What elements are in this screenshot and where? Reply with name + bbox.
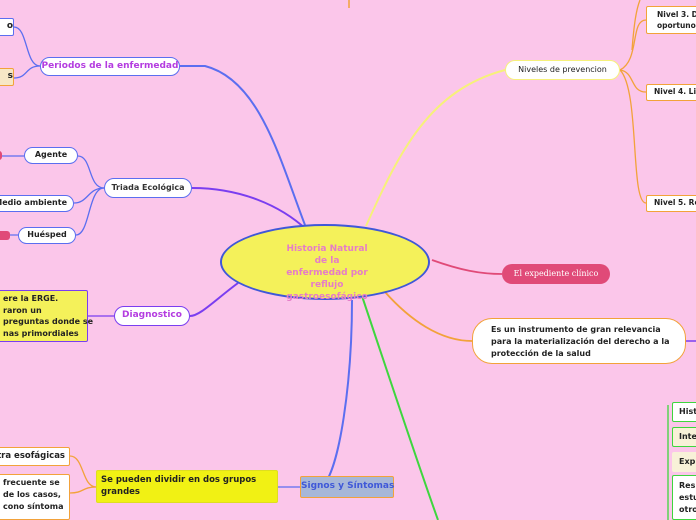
list-expl-label: Expl — [679, 457, 696, 466]
nivel-4-label: Nivel 4. Li — [654, 87, 696, 96]
node-triada-label: Triada Ecológica — [111, 183, 185, 192]
node-nivel-3[interactable]: Nivel 3. D oportuno — [646, 6, 696, 34]
node-periodos-child-top-label: o — [6, 21, 13, 31]
connector-niveles — [365, 69, 506, 227]
node-list-hist[interactable]: Hist — [672, 402, 696, 422]
node-instrumento[interactable]: Es un instrumento de gran relevancia par… — [472, 318, 686, 364]
connector-grupos-frecuente — [69, 486, 97, 494]
nivel-3-line-2: oportuno — [657, 21, 696, 30]
connector-huesped — [75, 187, 105, 236]
grupos-line-1: Se pueden dividir en dos grupos — [101, 475, 257, 485]
connector-n5 — [619, 69, 647, 204]
list-resu-line-3: otro — [679, 505, 696, 514]
connector-agente — [77, 155, 105, 189]
diagnostico-line-4: nas primordiales — [3, 328, 79, 338]
node-list-inte[interactable]: Inte — [672, 427, 696, 447]
frecuente-line-3: cono síntoma — [3, 502, 64, 511]
connector-periodos — [180, 65, 306, 226]
node-nivel-5[interactable]: Nivel 5. Re — [646, 195, 696, 212]
nivel-3-line-1: Nivel 3. D — [657, 10, 696, 19]
instrumento-line-1: Es un instrumento de gran relevancia — [491, 325, 661, 334]
node-huesped-child[interactable] — [0, 231, 10, 240]
diagnostico-line-2: raron un — [3, 305, 42, 315]
grupos-line-2: grandes — [101, 487, 140, 497]
node-medio-label: Medio ambiente — [0, 198, 67, 207]
central-topic-label: Historia Natural de la enfermedad por re… — [286, 244, 368, 302]
connector-diagnostico — [189, 282, 239, 317]
node-agente-label: Agente — [34, 150, 68, 159]
connector-n4 — [619, 69, 647, 93]
node-agente-child[interactable] — [0, 151, 2, 160]
node-huesped[interactable]: Huésped — [18, 227, 76, 244]
node-medio[interactable]: Medio ambiente — [0, 195, 74, 212]
node-grupos[interactable]: Se pueden dividir en dos grupos grandes — [96, 470, 278, 503]
node-periodos[interactable]: Periodos de la enfermedad — [40, 57, 180, 76]
frecuente-line-1: frecuente se — [3, 478, 60, 487]
connector-n3-up — [631, 0, 641, 51]
connector-periodos-bottom — [13, 65, 41, 79]
node-triada[interactable]: Triada Ecológica — [104, 178, 192, 198]
list-hist-label: Hist — [679, 407, 696, 416]
nivel-5-label: Nivel 5. Re — [654, 198, 696, 207]
connector-triada — [191, 187, 308, 231]
node-extra-esofagicas[interactable]: tra esofágicas — [0, 447, 70, 466]
connector-instrumento — [384, 291, 473, 342]
connector-expediente — [431, 259, 503, 275]
node-niveles[interactable]: Niveles de prevencion — [505, 60, 620, 80]
central-topic[interactable]: Historia Natural de la enfermedad por re… — [220, 224, 430, 302]
node-periodos-label: Periodos de la enfermedad — [41, 61, 179, 71]
diagnostico-line-3: preguntas donde se — [3, 317, 94, 326]
extra-esofagicas-label: tra esofágicas — [0, 451, 65, 461]
node-periodos-child-bottom[interactable]: s — [0, 68, 14, 86]
node-list-expl[interactable]: Expl — [672, 452, 696, 472]
list-inte-label: Inte — [679, 432, 696, 441]
node-periodos-child-top[interactable]: o — [0, 18, 14, 36]
frecuente-line-2: de los casos, — [3, 490, 61, 499]
list-resu-line-2: estu — [679, 493, 696, 502]
node-expediente-label: El expediente clínico — [513, 269, 599, 278]
node-periodos-child-bottom-label: s — [7, 71, 13, 81]
instrumento-line-3: protección de la salud — [491, 349, 591, 358]
connector-periodos-top — [13, 26, 41, 67]
node-agente[interactable]: Agente — [24, 147, 78, 164]
node-nivel-4[interactable]: Nivel 4. Li — [646, 84, 696, 101]
node-signos[interactable]: Signos y Síntomas — [300, 476, 394, 498]
instrumento-line-2: para la materialización del derecho a la — [491, 337, 670, 346]
node-diagnostico-label: Diagnostico — [122, 310, 182, 320]
node-diagnostico[interactable]: Diagnostico — [114, 306, 190, 326]
connector-n3 — [619, 19, 647, 71]
connector-green — [361, 295, 439, 520]
node-niveles-label: Niveles de prevencion — [518, 65, 607, 74]
node-signos-label: Signos y Síntomas — [301, 481, 395, 491]
node-diagnostico-text[interactable]: ere la ERGE. raron un preguntas donde se… — [0, 290, 94, 342]
node-frecuente[interactable]: frecuente se de los casos, cono síntoma — [0, 474, 70, 520]
node-expediente[interactable]: El expediente clínico — [502, 264, 610, 284]
node-huesped-label: Huésped — [27, 230, 67, 239]
diagnostico-line-1: ere la ERGE. — [3, 294, 59, 303]
node-list-resu[interactable]: Resu estu otro — [672, 475, 696, 520]
list-resu-line-1: Resu — [679, 481, 696, 490]
connector-signos — [321, 299, 353, 488]
connector-grupos-extra — [69, 455, 97, 488]
